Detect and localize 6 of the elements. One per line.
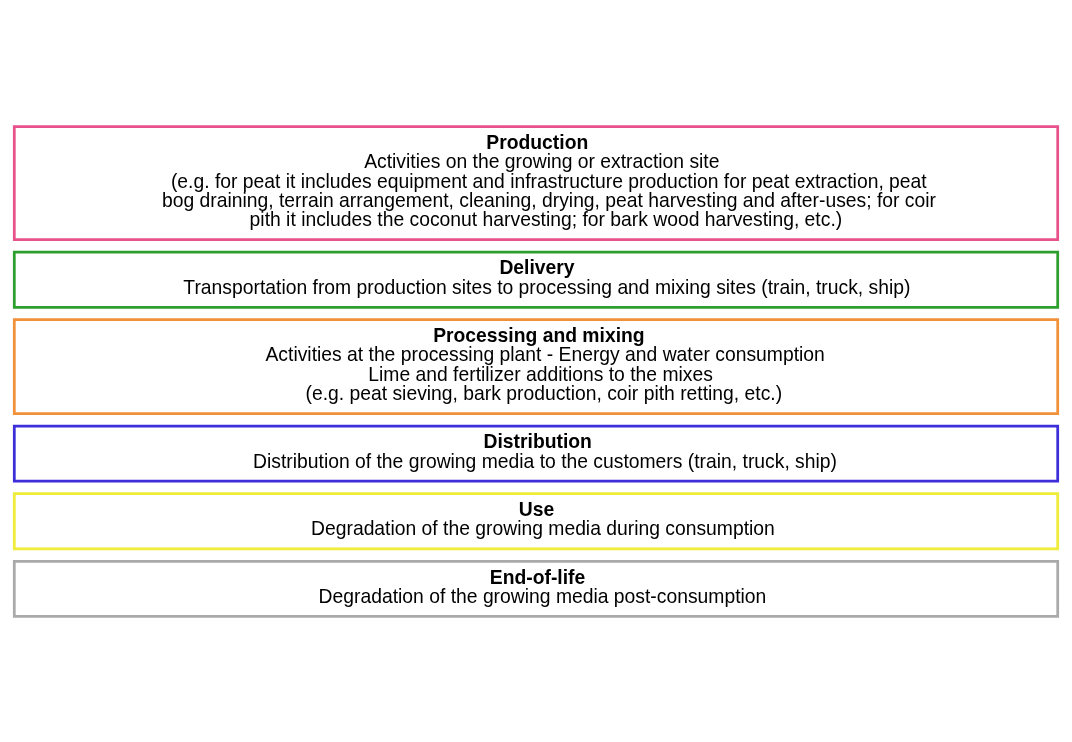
node-box: Use Degradation of the growing media during consumption xyxy=(12,491,1060,550)
node-box: End-of-life Degradation of the growing media post-consumption xyxy=(12,559,1060,618)
node-box: Delivery Transportation from production sites to processing and mixing sites (train, truck, ship) xyxy=(12,250,1060,309)
node-box: Production Activities on the growing or extraction site (e.g. for peat it includes equipment and infrastructure production for peat extraction, peat bog draining, terrain arrangement, cleaning, drying, peat harvesting and after-uses; for coir pith it includes the coconut harvesting; for bark wood harvesting, etc.) xyxy=(12,124,1060,241)
node-box: Processing and mixing Activities at the processing plant - Energy and water consumption Lime and fertilizer additions to the mixes (e.g. peat sieving, bark production, coir pith retting, etc.) xyxy=(12,317,1060,415)
node-box: Distribution Distribution of the growing media to the customers (train, truck, ship) xyxy=(12,424,1060,483)
